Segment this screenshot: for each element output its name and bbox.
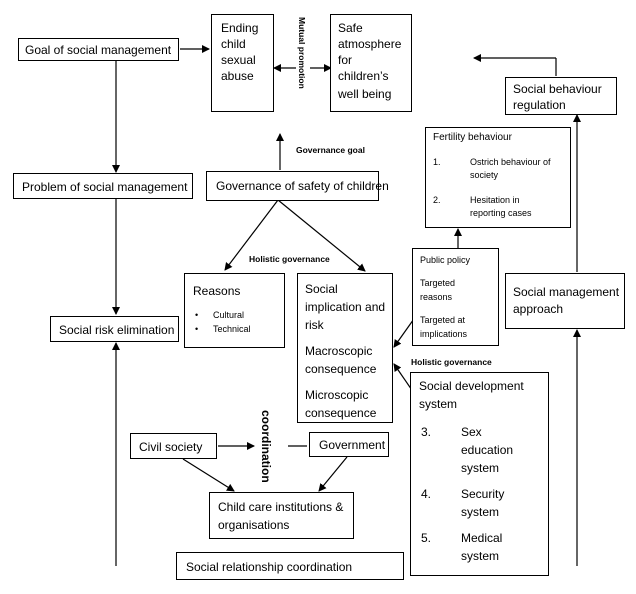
regulation-line-2: regulation xyxy=(513,98,566,112)
fertility-item-2-line-1: Hesitation in xyxy=(470,195,520,205)
public-line-3: reasons xyxy=(420,292,453,302)
social-development-system-box: Social development system 3. Sex educati… xyxy=(410,372,549,576)
ending-line-1: Ending xyxy=(221,21,259,35)
child-care-institutions-box: Child care institutions & organisations xyxy=(209,492,354,539)
fertility-item-1-line-2: society xyxy=(470,170,499,180)
dev-item-3-line-1: Sex xyxy=(461,425,482,439)
social-relationship-label: Social relationship coordination xyxy=(186,560,353,574)
dev-item-4-line-2: system xyxy=(461,505,500,519)
goal-label: Goal of social management xyxy=(25,43,172,57)
goal-box: Goal of social management xyxy=(18,38,179,61)
arrow-gov-to-childcare xyxy=(318,456,348,492)
safe-line-1: Safe xyxy=(338,21,363,35)
public-line-4: Targeted at xyxy=(420,315,466,325)
fertility-behaviour-box: Fertility behaviour 1. Ostrich behaviour… xyxy=(425,127,571,228)
governance-goal-label: Governance goal xyxy=(296,145,365,155)
risk-elimination-box: Social risk elimination xyxy=(50,316,179,342)
problem-label: Problem of social management xyxy=(22,180,188,194)
reasons-item-1: Cultural xyxy=(213,310,245,320)
fertility-item-1-num: 1. xyxy=(433,157,441,167)
fertility-item-2-num: 2. xyxy=(433,195,441,205)
fertility-title: Fertility behaviour xyxy=(433,132,512,143)
public-policy-box: Public policy Targeted reasons Targeted … xyxy=(412,248,499,346)
social-management-approach-box: Social management approach xyxy=(505,273,625,329)
social-relationship-box: Social relationship coordination xyxy=(176,552,404,580)
safe-line-3: for xyxy=(338,53,353,67)
dev-item-3-line-2: education xyxy=(461,443,514,457)
implication-line-3: risk xyxy=(305,318,324,332)
safe-atmosphere-box: Safe atmosphere for children’s well bein… xyxy=(330,14,412,112)
childcare-line-2: organisations xyxy=(218,518,290,532)
public-line-5: implications xyxy=(420,329,468,339)
reasons-title: Reasons xyxy=(193,284,241,298)
governance-box: Governance of safety of children xyxy=(206,171,389,201)
social-implication-box: Social implication and risk Macroscopic … xyxy=(297,273,393,423)
holistic-governance-label-1: Holistic governance xyxy=(249,254,330,264)
fertility-item-1-line-1: Ostrich behaviour of xyxy=(470,157,551,167)
implication-line-6: Microscopic xyxy=(305,388,369,402)
civil-society-label: Civil society xyxy=(139,440,203,454)
implication-line-1: Social xyxy=(305,282,338,296)
public-line-1: Public policy xyxy=(420,255,471,265)
dev-item-5-num: 5. xyxy=(421,531,432,545)
implication-line-4: Macroscopic xyxy=(305,344,373,358)
coordination-label: coordination xyxy=(259,410,273,483)
government-label: Government xyxy=(319,438,386,452)
safe-line-4: children’s xyxy=(338,69,389,83)
problem-box: Problem of social management xyxy=(13,173,193,199)
dev-item-5-line-2: system xyxy=(461,549,500,563)
ending-line-3: sexual xyxy=(221,53,256,67)
approach-line-2: approach xyxy=(513,302,564,316)
safe-line-5: well being xyxy=(338,87,392,101)
dev-item-3-num: 3. xyxy=(421,425,432,439)
public-line-2: Targeted xyxy=(420,278,456,288)
dev-item-4-num: 4. xyxy=(421,487,432,501)
dev-title-line-1: Social development xyxy=(419,379,524,393)
holistic-governance-label-2: Holistic governance xyxy=(411,357,492,367)
dev-item-5-line-1: Medical xyxy=(461,531,503,545)
implication-line-5: consequence xyxy=(305,362,377,376)
mutual-promotion-label: Mutual promotion xyxy=(297,17,307,89)
implication-line-2: implication and xyxy=(305,300,386,314)
safe-line-2: atmosphere xyxy=(338,37,402,51)
risk-elimination-label: Social risk elimination xyxy=(59,323,175,337)
regulation-line-1: Social behaviour xyxy=(513,82,602,96)
ending-abuse-box: Ending child sexual abuse xyxy=(211,14,274,112)
dev-title-line-2: system xyxy=(419,397,458,411)
implication-line-7: consequence xyxy=(305,406,377,420)
government-box: Government xyxy=(309,432,389,457)
bullet-icon: • xyxy=(195,310,199,320)
civil-society-box: Civil society xyxy=(130,433,217,459)
fertility-item-2-line-2: reporting cases xyxy=(470,208,532,218)
ending-line-4: abuse xyxy=(221,69,254,83)
approach-line-1: Social management xyxy=(513,285,620,299)
governance-label: Governance of safety of children xyxy=(216,179,389,193)
childcare-line-1: Child care institutions & xyxy=(218,500,344,514)
ending-line-2: child xyxy=(221,37,246,51)
dev-item-4-line-1: Security xyxy=(461,487,505,501)
arrow-to-reasons xyxy=(224,199,279,271)
reasons-box: Reasons • Cultural • Technical xyxy=(184,273,285,348)
arrow-civil-to-childcare xyxy=(182,458,235,492)
dev-item-3-line-3: system xyxy=(461,461,500,475)
arrow-to-implication xyxy=(277,199,366,272)
bullet-icon: • xyxy=(195,324,199,334)
reasons-item-2: Technical xyxy=(213,324,251,334)
social-behaviour-regulation-box: Social behaviour regulation xyxy=(505,77,617,115)
